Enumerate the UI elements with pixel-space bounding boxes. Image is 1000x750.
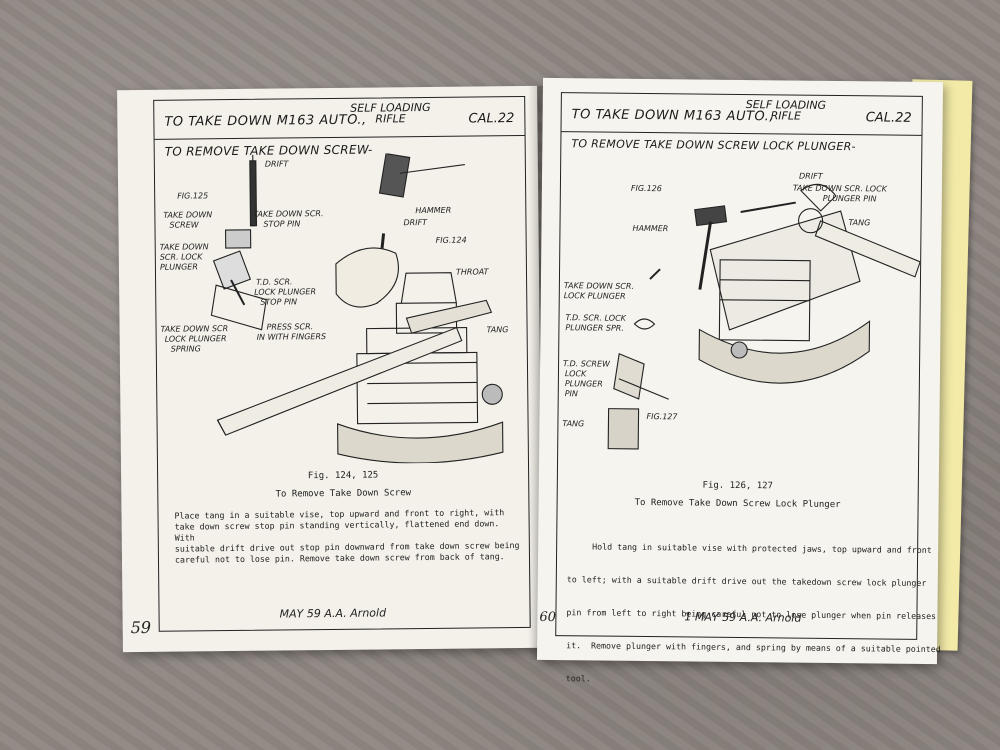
right-caption: Fig. 126, 127 xyxy=(702,480,774,492)
left-paragraph: Place tang in a suitable vise, top upwar… xyxy=(174,507,520,566)
left-footer-signature: MAY 59 A.A. Arnold xyxy=(279,606,387,621)
label-fig126: FIG.126 xyxy=(631,184,662,193)
left-caption: Fig. 124, 125 xyxy=(307,470,379,482)
label-hammer: HAMMER xyxy=(415,206,451,215)
label-fig125: FIG.125 xyxy=(177,191,208,200)
right-header-title: TO TAKE DOWN M163 AUTO., xyxy=(571,107,775,125)
label-drift: DRIFT xyxy=(799,172,824,181)
label-spring-1: TAKE DOWN SCR xyxy=(161,324,229,334)
right-header-caliber: CAL.22 xyxy=(865,110,912,126)
left-page-frame: TO TAKE DOWN M163 AUTO., SELF LOADING RI… xyxy=(153,95,531,632)
label-fig124: FIG.124 xyxy=(436,236,467,245)
right-para-line: it. Remove plunger with fingers, and spr… xyxy=(566,640,941,655)
label-tang2: TANG xyxy=(562,419,584,428)
right-page-frame: TO TAKE DOWN M163 AUTO., SELF LOADING RI… xyxy=(555,92,941,683)
label-lock-plunger-3: PLUNGER xyxy=(160,262,198,271)
label-tang: TANG xyxy=(487,325,509,334)
label-td-spring-2: PLUNGER SPR. xyxy=(565,323,624,333)
right-para-line: to left; with a suitable drift drive out… xyxy=(566,574,927,588)
label-td-screw-1: T.D. SCREW xyxy=(563,359,611,369)
label-lock-plunger-2: SCR. LOCK xyxy=(160,252,203,261)
left-caption-title: To Remove Take Down Screw xyxy=(275,488,412,500)
label-td-screw-2: LOCK xyxy=(565,369,587,378)
label-td-plunger-3: STOP PIN xyxy=(260,297,297,306)
label-spring-3: SPRING xyxy=(171,344,201,353)
right-header-subtitle: SELF LOADING RIFLE xyxy=(746,98,826,123)
left-subtitle-bottom: RIFLE xyxy=(375,112,406,126)
label-spring-2: LOCK PLUNGER xyxy=(165,334,227,344)
right-page-number: 60 xyxy=(539,609,557,626)
label-td-spring-1: T.D. SCR. LOCK xyxy=(566,313,627,323)
left-page: TO TAKE DOWN M163 AUTO., SELF LOADING RI… xyxy=(117,85,543,653)
label-td-lock-2: PLUNGER PIN xyxy=(823,194,877,204)
left-header-caliber: CAL.22 xyxy=(468,111,515,127)
left-para-line: careful not to lose pin. Remove take dow… xyxy=(174,551,505,565)
right-para-line: tool. xyxy=(565,673,591,684)
label-throat: THROAT xyxy=(456,267,490,276)
right-caption-title: To Remove Take Down Screw Lock Plunger xyxy=(634,497,841,511)
label-lock-plunger-2: LOCK PLUNGER xyxy=(564,291,626,301)
label-hammer: HAMMER xyxy=(632,224,668,233)
label-stop-pin-1: TAKE DOWN SCR. xyxy=(253,209,323,219)
left-header: TO TAKE DOWN M163 AUTO., SELF LOADING RI… xyxy=(154,96,525,140)
label-fig127: FIG.127 xyxy=(646,412,678,421)
label-drift: DRIFT xyxy=(265,159,290,168)
left-page-number: 59 xyxy=(130,617,152,638)
right-subtitle-bottom: RIFLE xyxy=(770,109,802,123)
label-drift2: DRIFT xyxy=(403,218,428,227)
label-tang: TANG xyxy=(849,218,871,227)
left-drawing-fig124-125: DRIFT FIG.125 TAKE DOWN SCREW TAKE DOWN … xyxy=(160,152,509,464)
label-press-2: IN WITH FINGERS xyxy=(257,332,327,342)
right-para-line: Hold tang in suitable vise with protecte… xyxy=(567,541,932,556)
right-page: TO TAKE DOWN M163 AUTO., SELF LOADING RI… xyxy=(536,77,944,683)
label-take-down-screw-1: TAKE DOWN xyxy=(163,210,212,220)
label-td-screw-4: PIN xyxy=(565,389,578,398)
label-take-down-screw-2: SCREW xyxy=(169,220,199,229)
label-td-lock-1: TAKE DOWN SCR. LOCK xyxy=(793,184,888,194)
right-drawing-fig126-127: FIG.126 DRIFT TAKE DOWN SCR. LOCK PLUNGE… xyxy=(562,172,921,450)
left-header-subtitle: SELF LOADING RIFLE xyxy=(350,101,431,126)
right-header: TO TAKE DOWN M163 AUTO., SELF LOADING RI… xyxy=(561,93,922,136)
left-header-title: TO TAKE DOWN M163 AUTO., xyxy=(164,112,367,130)
label-lock-plunger-1: TAKE DOWN SCR. xyxy=(564,281,634,291)
label-td-plunger-2: LOCK PLUNGER xyxy=(254,287,316,297)
label-press-1: PRESS SCR. xyxy=(267,322,314,331)
label-lock-plunger-1: TAKE DOWN xyxy=(160,242,209,252)
right-footer-signature: 1 MAY 59 A.A. Arnold xyxy=(684,610,802,625)
label-td-screw-3: PLUNGER xyxy=(565,379,603,388)
label-stop-pin-2: STOP PIN xyxy=(263,219,300,228)
label-td-plunger-1: T.D. SCR. xyxy=(256,277,293,286)
